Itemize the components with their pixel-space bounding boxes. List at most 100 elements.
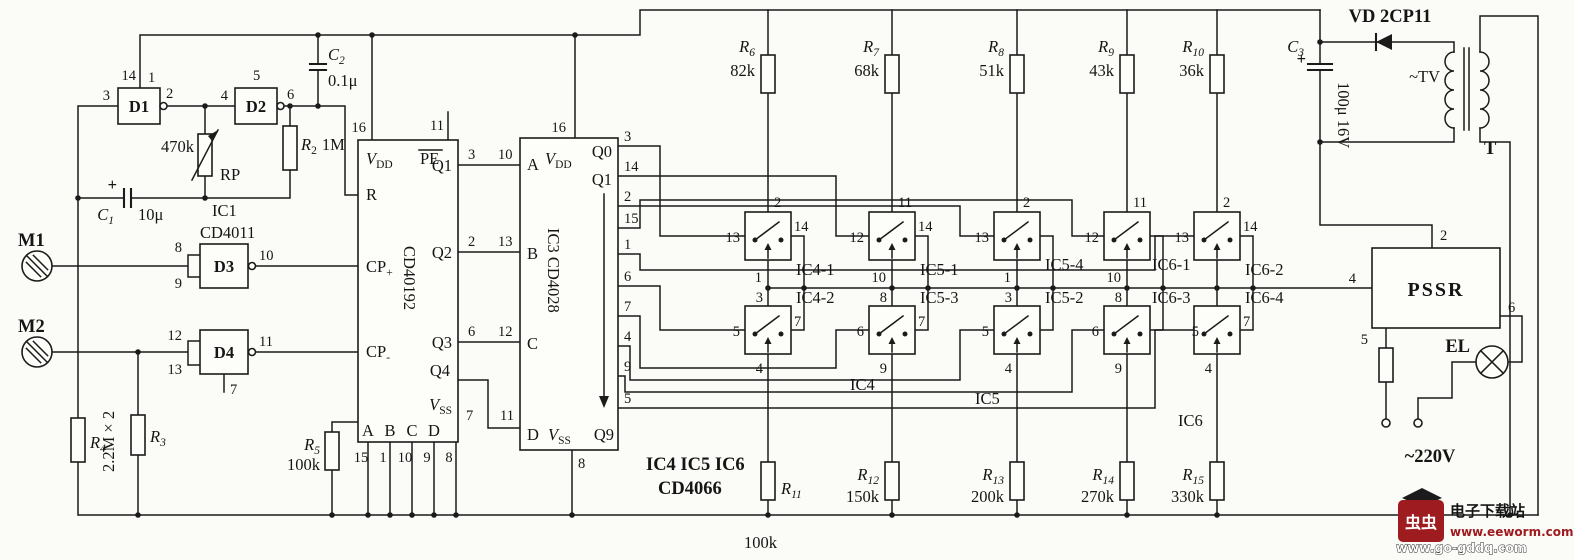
ic3-vdd-label: VDD <box>545 149 572 171</box>
sw1-label: IC4-1 <box>796 260 835 279</box>
ic2-r-label: R <box>366 185 377 204</box>
sw6-pin-bottom: 4 <box>756 361 764 377</box>
gate-d3-box <box>199 243 249 289</box>
ic3-out-pin-9: 9 <box>624 359 631 375</box>
ic2-q1-label: Q1 <box>432 156 452 175</box>
rp-name: RP <box>220 165 240 184</box>
ic2-q3-label: Q3 <box>432 333 452 352</box>
d4-pin-11: 11 <box>259 334 273 350</box>
ic2-pin-8: 8 <box>445 450 452 466</box>
ic2-b-label: B <box>384 421 395 440</box>
switch-ic6-2 <box>1193 211 1241 261</box>
pssr-pin-5: 5 <box>1361 332 1368 348</box>
r3-ref: R3 <box>149 427 166 449</box>
sw10-pin-left: 5 <box>1192 324 1199 340</box>
ic2-c-label: C <box>406 421 417 440</box>
sw7-pin-bottom: 9 <box>880 361 887 377</box>
r6-value: 82k <box>730 61 756 80</box>
r9-value: 43k <box>1089 61 1115 80</box>
resistor-r10-body <box>1209 54 1225 94</box>
r8-value: 51k <box>979 61 1005 80</box>
ic4-group-label: IC4 <box>850 375 875 394</box>
d1-pin-14: 14 <box>122 68 137 84</box>
sw4-pin-top: 11 <box>1133 195 1147 211</box>
watermark-logo-badge <box>1398 500 1444 542</box>
sw8-pin-left: 5 <box>982 324 989 340</box>
c2-ref: C2 <box>328 45 345 67</box>
ic2-pin-10: 10 <box>398 450 413 466</box>
switch-ic4-2 <box>744 305 792 355</box>
resistor-r4-body <box>70 417 86 463</box>
c1-ref: C1 <box>97 205 114 227</box>
ic3-a-label: A <box>527 155 539 174</box>
watermark-logo-text: 虫虫 <box>1405 513 1437 532</box>
sw7-pin-left: 6 <box>857 324 864 340</box>
transformer-t <box>1444 47 1490 131</box>
ic2-d-label: D <box>428 421 440 440</box>
d2-pin-5: 5 <box>253 68 260 84</box>
watermark: 虫虫 电子下载站 www.eeworm.com www.go-gddq.com <box>1396 488 1574 555</box>
resistors-bottom <box>760 461 1225 501</box>
switch-ic6-1 <box>1103 211 1151 261</box>
r7-value: 68k <box>854 61 880 80</box>
d1-pin-2: 2 <box>166 86 173 102</box>
sw2-pin-top: 11 <box>898 195 912 211</box>
resistor-r9-body <box>1119 54 1135 94</box>
sw2-pin-right: 14 <box>918 219 933 235</box>
rp-value: 470k <box>161 137 195 156</box>
pssr-label: PSSR <box>1408 279 1465 301</box>
cd4066-part-number: CD4066 <box>658 479 722 499</box>
sw2-pin-left: 12 <box>850 230 865 246</box>
mains-terminal-2 <box>1413 418 1423 428</box>
ic3-out-pin-6: 6 <box>624 269 631 285</box>
ic2-pin-15: 15 <box>354 450 369 466</box>
r5-value: 100k <box>287 455 321 474</box>
gate-d2-box <box>234 87 278 125</box>
capacitor-c1-plates <box>122 187 133 209</box>
mains-voltage-label: ~220V <box>1405 447 1456 467</box>
ic2-vss-label: VSS <box>429 395 452 417</box>
sw1-pin-right: 14 <box>794 219 809 235</box>
ic2-cp-minus-label: CP- <box>366 342 390 364</box>
ic3-b-label: B <box>527 244 538 263</box>
gate-d4-bubble <box>247 347 257 357</box>
ic3-sequence-arrowhead-icon <box>599 396 609 408</box>
d4-pin-7: 7 <box>230 382 237 398</box>
sw3-pin-top: 2 <box>1023 195 1030 211</box>
c3-value: 100μ 16V <box>1334 82 1353 148</box>
ic3-vss-label: VSS <box>548 425 571 447</box>
ic2-vdd-label: VDD <box>366 149 393 171</box>
link-q1-pin3: 3 <box>468 147 475 163</box>
sw7-pin-right: 7 <box>918 314 925 330</box>
ic3-part-number: IC3 CD4028 <box>544 228 563 313</box>
r7-ref: R7 <box>862 37 880 59</box>
r8-ref: R8 <box>987 37 1004 59</box>
ic2-q2-label: Q2 <box>432 243 452 262</box>
r11-ref: R11 <box>780 479 802 501</box>
c3-plus: + <box>1297 49 1306 68</box>
r13-ref: R13 <box>981 465 1004 487</box>
wires <box>51 9 1539 516</box>
resistor-r11-body <box>760 461 776 501</box>
r11-value: 100k <box>744 533 778 552</box>
m1-label: M1 <box>18 231 45 251</box>
ic5-group-label: IC5 <box>975 389 1000 408</box>
ic2-a-label: A <box>362 421 374 440</box>
ic1-part: CD4011 <box>200 223 255 242</box>
gate-d4-label: D4 <box>214 343 234 362</box>
ic2-pe-label: PE <box>420 149 439 168</box>
wire-oscillator <box>51 9 1539 516</box>
pssr-pin-6: 6 <box>1508 300 1515 316</box>
resistor-r14-body <box>1119 461 1135 501</box>
sw9-pin-left: 6 <box>1092 324 1099 340</box>
r15-value: 330k <box>1171 487 1205 506</box>
watermark-url-gddq: www.go-gddq.com <box>1396 540 1527 555</box>
ic2-box <box>357 139 459 443</box>
r12-value: 150k <box>846 487 880 506</box>
resistor-r2-body <box>282 125 298 171</box>
rp-wiper-arrow <box>190 128 220 182</box>
switch-ic5-4 <box>993 211 1041 261</box>
sw4-pin-bottom: 10 <box>1107 270 1122 286</box>
sw5-pin-right: 14 <box>1243 219 1258 235</box>
